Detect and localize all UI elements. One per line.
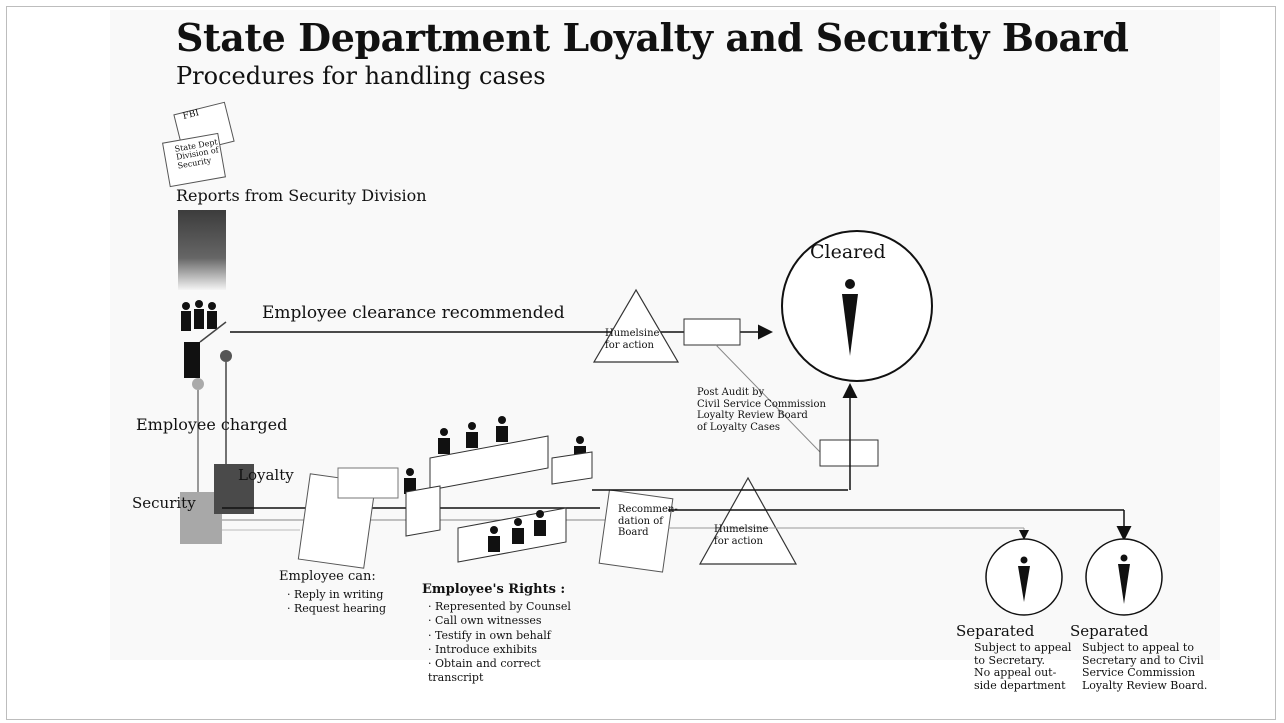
- rights-heading: Employee's Rights :: [422, 582, 566, 597]
- reviewer-figures-icon: [181, 300, 217, 331]
- reports-label: Reports from Security Division: [176, 186, 427, 205]
- recommendation-document: [598, 489, 674, 573]
- clearance-box: [683, 318, 741, 346]
- diagram-subtitle: Procedures for handling cases: [176, 62, 546, 90]
- humelsine-triangle-top: [592, 288, 680, 363]
- separated-1-heading: Separated: [956, 622, 1035, 640]
- clearance-label: Employee clearance recommended: [262, 303, 565, 323]
- charged-label: Employee charged: [136, 415, 288, 434]
- list-item: Represented by Counsel: [428, 600, 571, 614]
- list-item: Introduce exhibits: [428, 643, 571, 657]
- humelsine-triangle-bottom: [698, 476, 798, 565]
- reports-bar: [178, 210, 226, 290]
- cleared-label: Cleared: [810, 241, 886, 263]
- rights-list: Represented by Counsel Call own witnesse…: [428, 600, 571, 686]
- node-dot-gray: [192, 378, 204, 390]
- case-file-block: [184, 342, 200, 378]
- separated-figure-1-icon: [1018, 556, 1030, 602]
- list-item: Call own witnesses: [428, 614, 571, 628]
- board-hearing-icon: [404, 416, 593, 563]
- loyalty-label: Loyalty: [238, 466, 294, 484]
- cleared-figure-icon: [842, 279, 858, 356]
- post-audit-box: [819, 439, 879, 467]
- node-dot-dark: [220, 350, 232, 362]
- security-label: Security: [132, 494, 196, 512]
- loyalty-box: [214, 464, 254, 514]
- list-item: Obtain and correct transcript: [428, 657, 558, 686]
- list-item: Request hearing: [287, 602, 386, 616]
- list-item: Reply in writing: [287, 588, 386, 602]
- separated-figure-2-icon: [1118, 554, 1130, 604]
- report-documents: [162, 101, 235, 188]
- cleared-circle: [781, 230, 933, 382]
- separated-2-heading: Separated: [1070, 622, 1149, 640]
- list-item: Testify in own behalf: [428, 629, 571, 643]
- diagram-title: State Department Loyalty and Security Bo…: [176, 15, 1129, 60]
- employee-can-list: Reply in writing Request hearing: [287, 588, 386, 617]
- employee-can-heading: Employee can:: [279, 569, 376, 584]
- page-frame: [6, 6, 1276, 720]
